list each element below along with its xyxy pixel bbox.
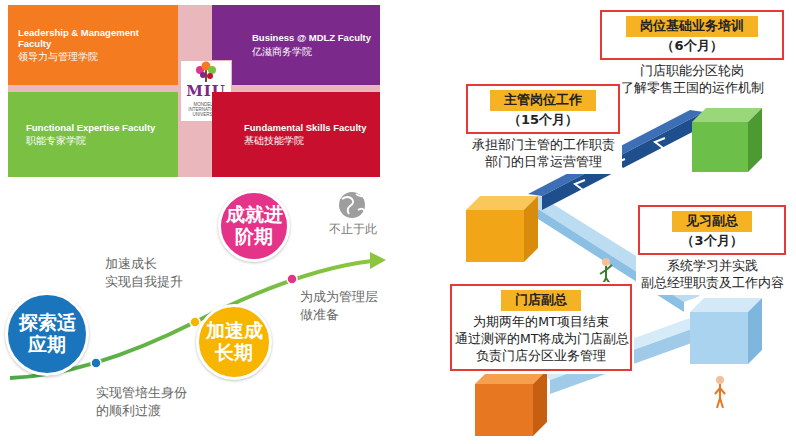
node-title: Fundamental Skills Faculty — [244, 122, 374, 133]
node-title: 加速成长期 — [204, 320, 264, 364]
arrow-head — [370, 252, 386, 269]
globe-icon — [339, 192, 365, 218]
stage-circle: 加速成长期 — [196, 304, 272, 380]
node-title: Functional Expertise Faculty — [26, 122, 172, 133]
note-label: 加速成长 实现自我提升 — [105, 255, 197, 290]
faculty-box: Leadership & Management Faculty领导力与管理学院 — [8, 5, 178, 85]
node-text: 为期两年的MT项目结束 通过测评的MT将成为门店副总 负责门店分区业务管理 — [455, 314, 627, 365]
node-text: 职能专家学院 — [26, 135, 172, 147]
highlight-frame: 主管岗位工作（15个月） — [466, 84, 620, 134]
node-title: Leadership & Management Faculty — [18, 27, 172, 50]
node-title: 成就进阶期 — [224, 204, 284, 248]
step-box: 门店副总为期两年的MT项目结束 通过测评的MT将成为门店副总 负责门店分区业务管… — [448, 282, 634, 374]
globe-node: 不止于此 — [322, 222, 384, 238]
node-text: 门店职能分区轮岗 了解零售王国的运作机制 — [600, 63, 784, 97]
node-text: 基础技能学院 — [244, 135, 374, 147]
node-title: 岗位基础业务培训 — [626, 16, 758, 37]
node-text: 亿滋商务学院 — [252, 46, 374, 58]
note-label: 实现管培生身份的顺利过渡 — [96, 384, 194, 419]
node-title: 主管岗位工作 — [490, 90, 596, 111]
node-title: 门店副总 — [501, 290, 581, 311]
node-title: 见习副总 — [672, 211, 752, 232]
highlight-frame: 岗位基础业务培训（6个月） — [600, 10, 784, 60]
node-title: 不止于此 — [322, 222, 384, 238]
stage-circle: 成就进阶期 — [218, 190, 290, 262]
person-figure — [715, 376, 725, 408]
faculty-box: Functional Expertise Faculty 职能专家学院 — [8, 92, 178, 177]
node-title: Business @ MDLZ Faculty — [252, 32, 374, 43]
node-title: 探索适应期 — [17, 312, 77, 356]
highlight-frame: 门店副总为期两年的MT项目结束 通过测评的MT将成为门店副总 负责门店分区业务管… — [450, 284, 632, 371]
note-label: 为成为管理层做准备 — [300, 288, 384, 323]
step-box: 见习副总（3个月）系统学习并实践 副总经理职责及工作内容 — [636, 203, 788, 295]
highlight-frame: 见习副总（3个月） — [638, 205, 786, 255]
stage-circle: 探索适应期 — [5, 292, 89, 376]
curve-dot — [287, 274, 297, 284]
curve-dot — [91, 358, 101, 368]
step-box: 主管岗位工作（15个月）承担部门主管的工作职责 部门的日常运营管理 — [464, 82, 622, 174]
node-text: （3个月） — [643, 232, 781, 250]
node-text: （6个月） — [605, 37, 779, 55]
faculty-box: Fundamental Skills Faculty 基础技能学院 — [212, 92, 380, 177]
node-text: 系统学习并实践 副总经理职责及工作内容 — [638, 258, 786, 292]
step-box: 岗位基础业务培训（6个月）门店职能分区轮岗 了解零售王国的运作机制 — [598, 8, 786, 100]
node-text: 领导力与管理学院 — [18, 51, 172, 63]
node-text: 承担部门主管的工作职责 部门的日常运营管理 — [466, 137, 620, 171]
faculty-box: Business @ MDLZ Faculty 亿滋商务学院 — [212, 5, 380, 85]
node-text: （15个月） — [471, 111, 615, 129]
